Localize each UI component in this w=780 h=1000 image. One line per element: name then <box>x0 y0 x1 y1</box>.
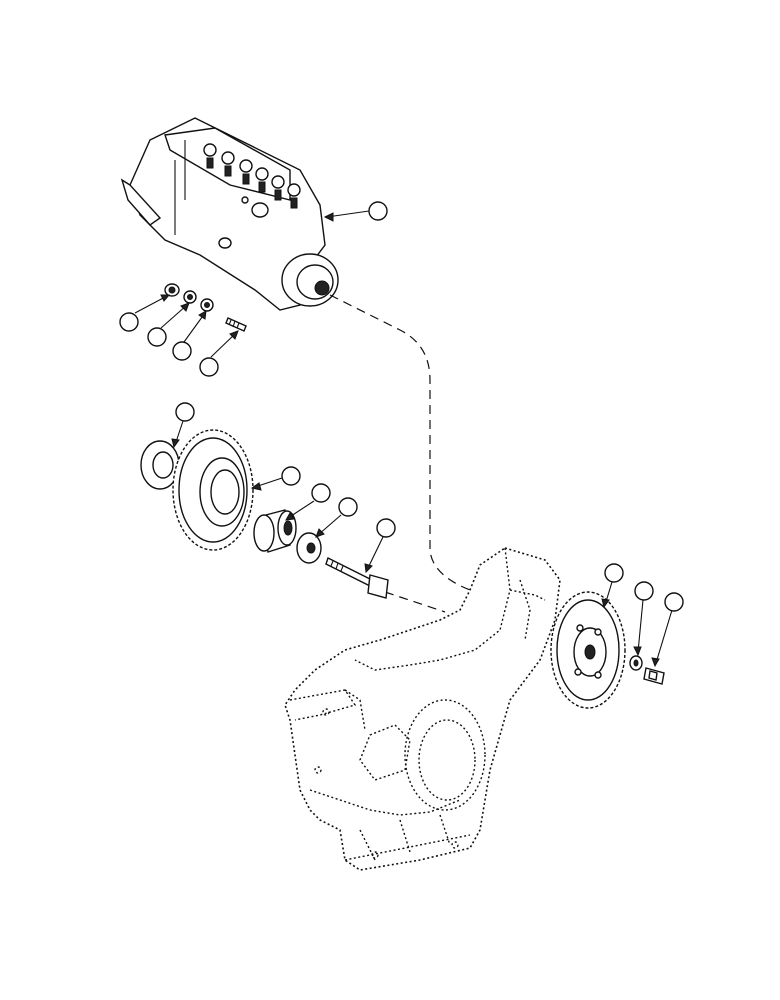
nut <box>164 283 180 297</box>
thrust-washer <box>140 440 180 490</box>
callout-2 <box>199 330 239 377</box>
callout-12 <box>250 466 301 491</box>
callout-13 <box>285 483 331 521</box>
washer-15 <box>296 532 322 564</box>
bolt-9 <box>643 667 665 685</box>
stud <box>225 317 247 332</box>
callout-9 <box>651 592 684 668</box>
fuel-injection-pump <box>120 117 339 311</box>
timing-gear-housing <box>284 547 561 871</box>
hub <box>253 509 297 553</box>
callout-1 <box>323 201 388 222</box>
callout-14 <box>171 402 195 449</box>
callout-15 <box>315 497 358 538</box>
gear-8 <box>550 591 626 709</box>
lock-washer <box>183 290 197 304</box>
washer-3 <box>200 298 214 312</box>
washer-10 <box>629 655 643 671</box>
callout-10 <box>633 581 654 657</box>
bolt-16 <box>325 557 389 599</box>
callout-4 <box>147 302 190 347</box>
callout-8 <box>601 563 624 609</box>
alignment-line-bolt <box>384 591 446 613</box>
callout-5 <box>119 294 171 332</box>
callout-3 <box>172 310 207 361</box>
pump-outlets <box>203 143 301 209</box>
idler-gear <box>172 429 254 551</box>
callout-16 <box>364 518 396 574</box>
alignment-line-pump <box>329 294 516 606</box>
